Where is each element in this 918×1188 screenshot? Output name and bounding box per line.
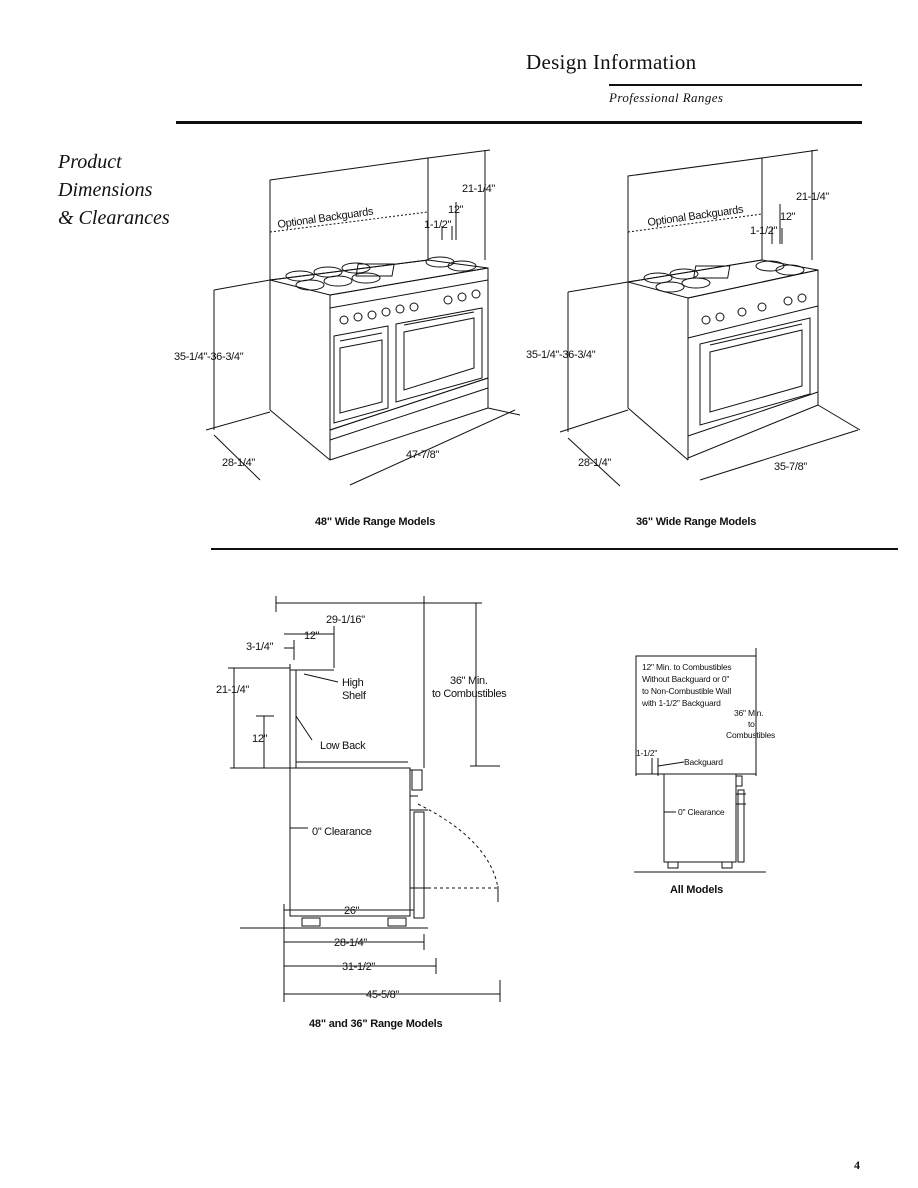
- note-line-4: with 1-1/2" Backguard: [641, 698, 721, 708]
- dim-backguard-height-36: 21-1/4": [796, 191, 829, 203]
- caption-36: 36" Wide Range Models: [636, 516, 757, 528]
- dim-offset-small: 1-1/2": [636, 748, 657, 758]
- note-line-3: to Non-Combustible Wall: [642, 686, 731, 696]
- dim-depth-36: 28-1/4": [578, 457, 611, 469]
- dim-31: 31-1/2": [342, 961, 375, 973]
- burners: [643, 260, 805, 293]
- backguard-label-48: Optional Backguards: [277, 206, 375, 231]
- label-backguard: Backguard: [684, 757, 723, 767]
- label-high-shelf-1: High: [342, 677, 364, 689]
- range-36-drawing: Optional Backguards 21-1/4" 12" 1-1/2" 3…: [526, 149, 861, 487]
- dim-low-back-12: 12": [252, 733, 268, 745]
- caption-side-view: 48" and 36" Range Models: [309, 1018, 443, 1030]
- section-rule: [211, 548, 898, 550]
- dim-width-48: 47-7/8": [406, 449, 439, 461]
- dim-backguard-height-48: 21-1/4": [462, 183, 495, 195]
- dim-backguard-12-36: 12": [780, 211, 796, 223]
- range-body: [289, 767, 411, 917]
- side-view-drawing: 29-1/16" 12" 3-1/4" High Shelf 36" Min. …: [216, 596, 507, 1002]
- label-high-shelf-2: Shelf: [342, 690, 367, 702]
- dim-28: 28-1/4": [334, 937, 367, 949]
- page-subtitle: Professional Ranges: [609, 90, 724, 105]
- dim-width-36: 35-7/8": [774, 461, 807, 473]
- note-line-2: Without Backguard or 0": [642, 674, 729, 684]
- control-knobs: [339, 289, 481, 325]
- label-low-back: Low Back: [320, 740, 366, 752]
- backguard-label-36: Optional Backguards: [647, 204, 745, 229]
- dim-depth-48: 28-1/4": [222, 457, 255, 469]
- dim-top-depth: 29-1/16": [326, 614, 365, 626]
- front-panel: [329, 267, 489, 431]
- dim-height-36: 35-1/4"-36-3/4": [526, 349, 596, 361]
- dim-shelf-12: 12": [304, 630, 320, 642]
- header-rule-long: [176, 121, 862, 124]
- dim-backguard-height-side: 21-1/4": [216, 684, 249, 696]
- dim-min-2: to Combustibles: [432, 688, 507, 700]
- min-line-2: to: [748, 719, 755, 729]
- section-title-line-3: & Clearances: [58, 207, 170, 229]
- label-clearance-side: 0" Clearance: [312, 826, 372, 838]
- all-models-drawing: 12" Min. to Combustibles Without Backgua…: [634, 648, 775, 873]
- oven-door-large: [395, 307, 483, 403]
- dim-backguard-offset-48: 1-1/2": [424, 219, 452, 231]
- header-rule-short: [609, 84, 862, 86]
- section-title-line-2: Dimensions: [58, 179, 153, 201]
- dim-backguard-12-48: 12": [448, 204, 464, 216]
- min-line-3: Combustibles: [726, 730, 775, 740]
- dim-26: 26": [344, 905, 360, 917]
- dim-shelf-offset: 3-1/4": [246, 641, 274, 653]
- range-body-small: [663, 773, 737, 863]
- min-line-1: 36" Min.: [734, 708, 763, 718]
- dim-min-1: 36" Min.: [450, 675, 488, 687]
- oven-door-small: [333, 325, 389, 424]
- dim-backguard-offset-36: 1-1/2": [750, 225, 778, 237]
- caption-all-models: All Models: [670, 884, 724, 896]
- label-clearance-small: 0" Clearance: [678, 807, 725, 817]
- dim-height-48: 35-1/4"-36-3/4": [174, 351, 244, 363]
- page-title: Design Information: [526, 50, 697, 74]
- note-line-1: 12" Min. to Combustibles: [642, 662, 731, 672]
- caption-48: 48" Wide Range Models: [315, 516, 436, 528]
- section-title: Product Dimensions & Clearances: [58, 148, 170, 232]
- oven-door: [699, 317, 811, 426]
- dim-45: 45-5/8": [366, 989, 399, 1001]
- page-number: 4: [854, 1158, 860, 1172]
- section-title-line-1: Product: [58, 151, 122, 173]
- burners: [285, 256, 477, 291]
- range-48-drawing: Optional Backguards 21-1/4" 12" 1-1/2" 3…: [174, 149, 521, 486]
- control-knobs: [701, 293, 807, 325]
